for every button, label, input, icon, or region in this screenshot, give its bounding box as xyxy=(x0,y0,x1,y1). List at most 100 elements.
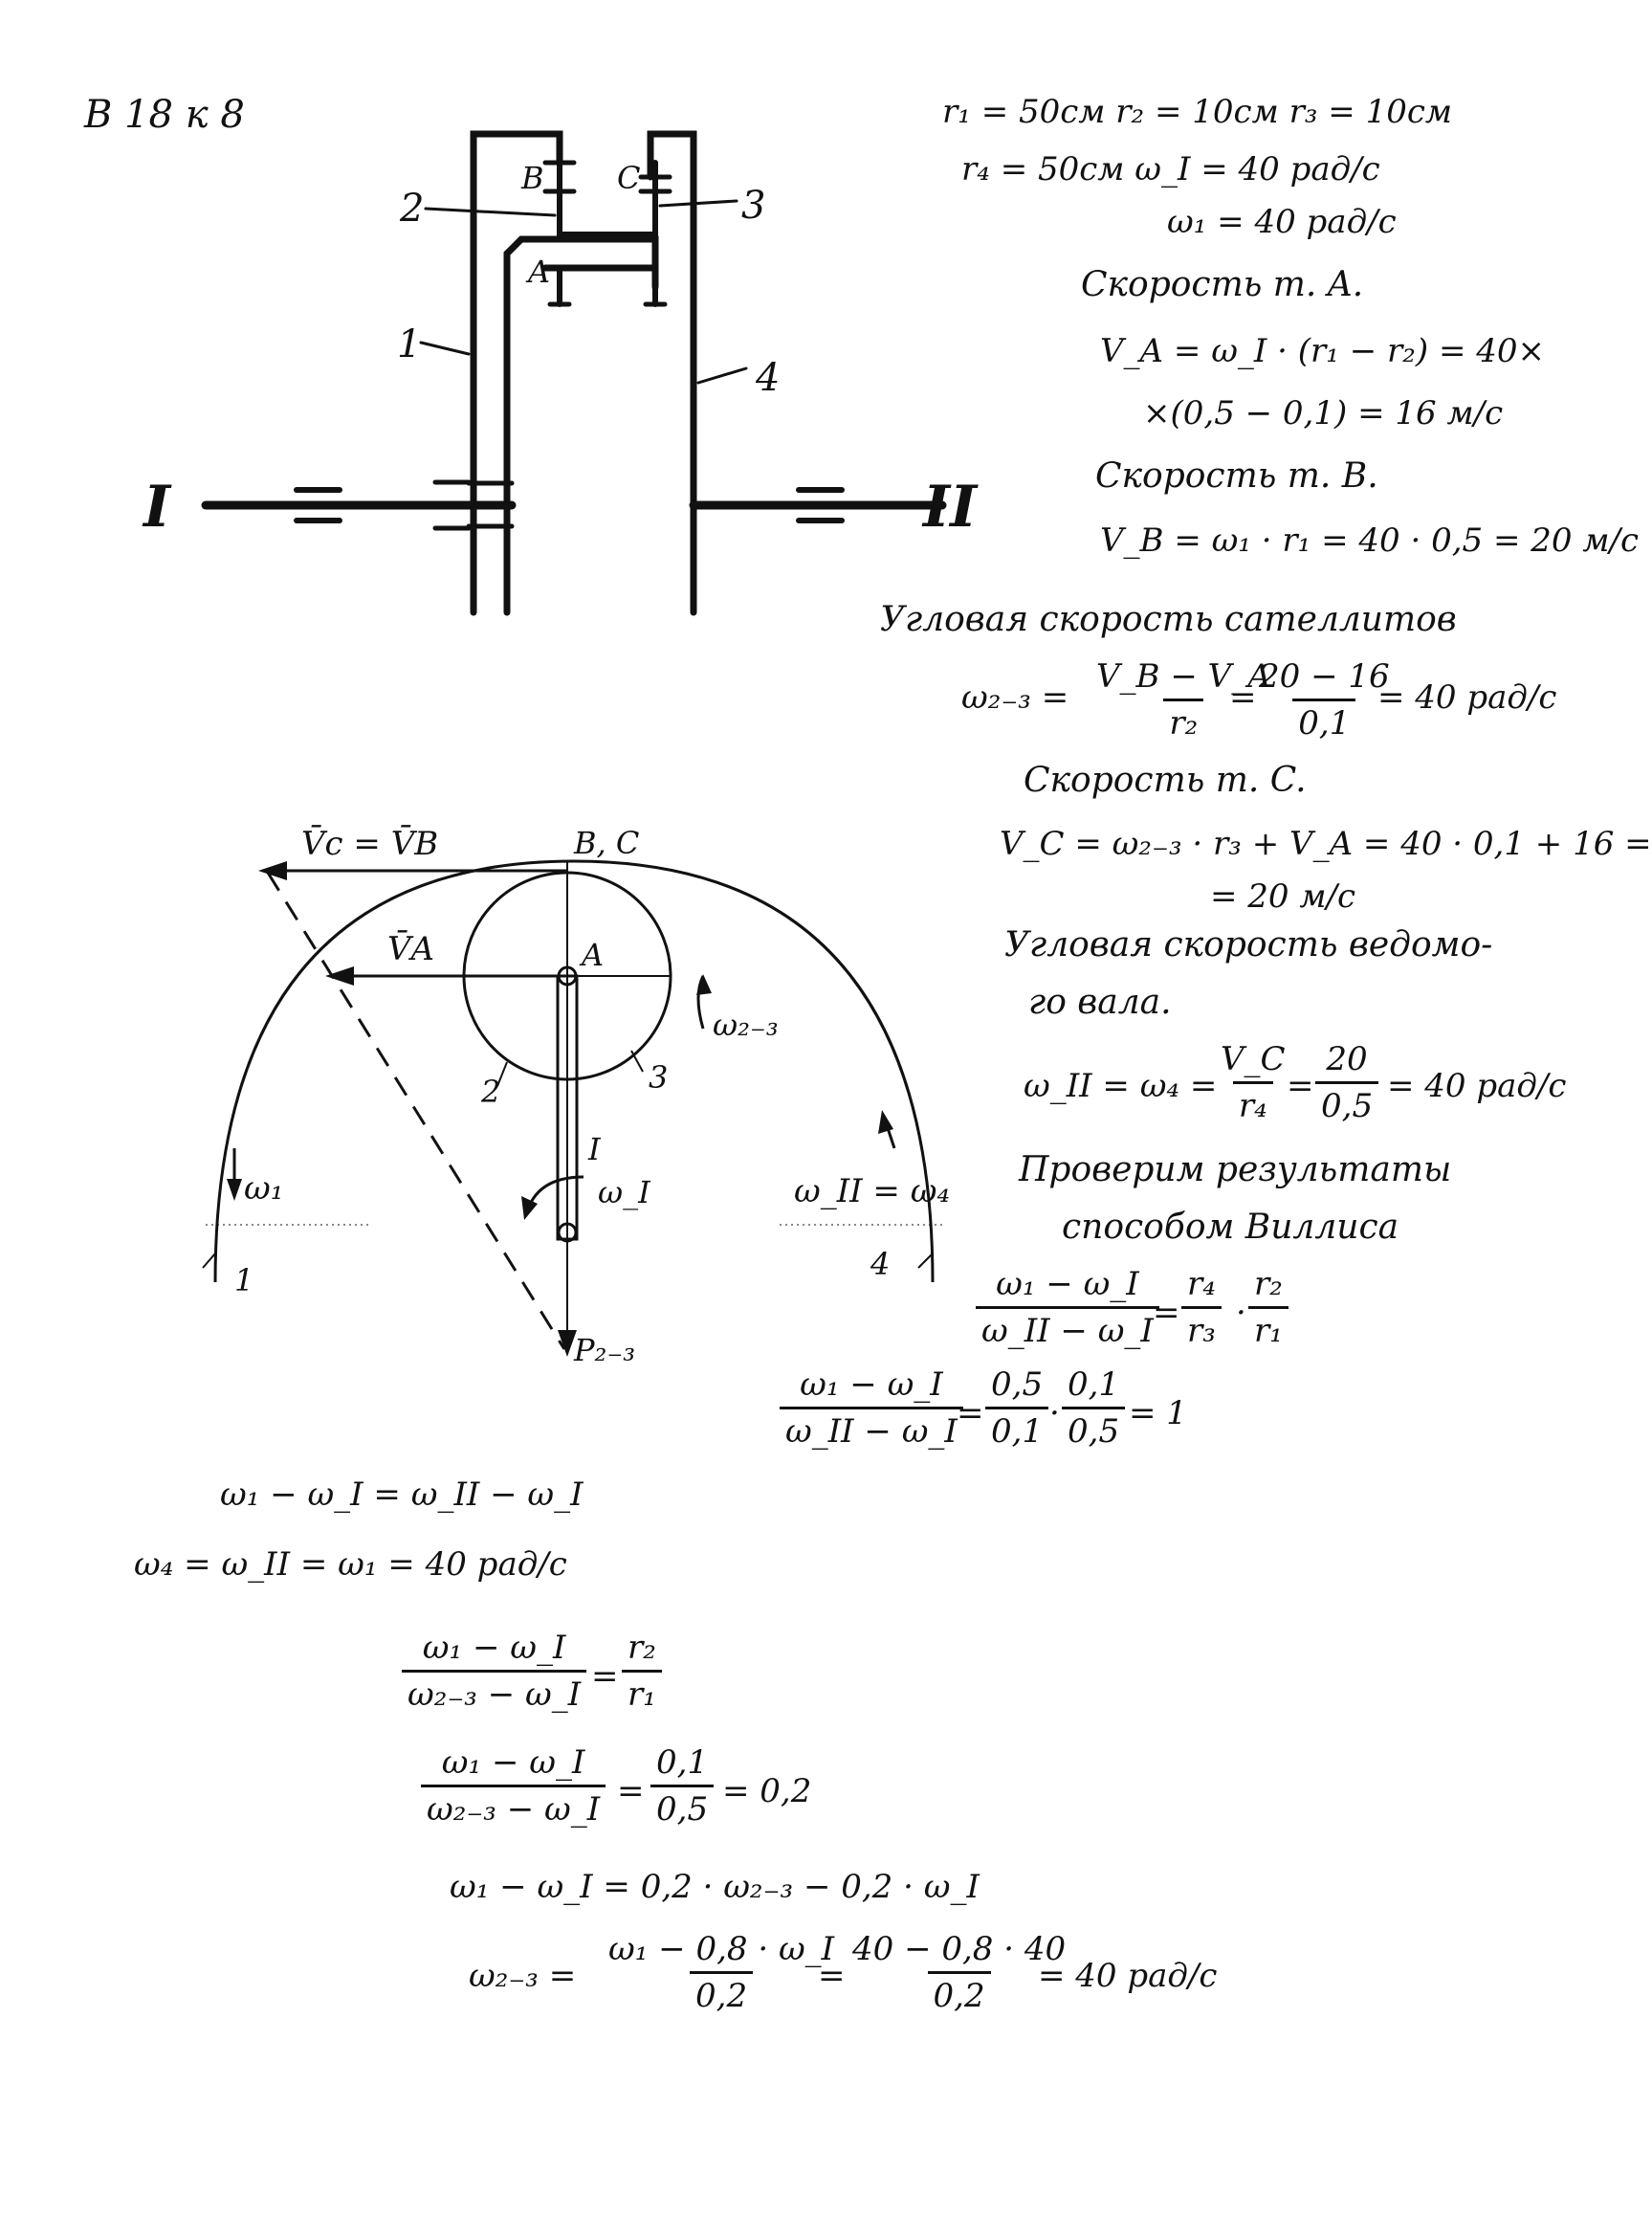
bottom-frac2-r-den: 0,5 xyxy=(650,1785,715,1826)
willis2-frac-2-den: 0,1 xyxy=(985,1407,1049,1448)
vd-label-1: 1 xyxy=(234,1262,254,1298)
willis-dot: · xyxy=(1236,1294,1246,1332)
bottom-eq3: ω₁ − ω_I = 0,2 · ω₂₋₃ − 0,2 · ω_I xyxy=(450,1868,980,1906)
speed-A-eq2: ×(0,5 − 0,1) = 16 м/с xyxy=(1143,394,1504,433)
sat-frac-2-num: 20 − 16 xyxy=(1259,657,1390,696)
speed-B-title: Скорость т. B. xyxy=(1095,456,1378,496)
vd-label-P: P₂₋₃ xyxy=(574,1332,636,1368)
bottom-eq4-result: = 40 рад/с xyxy=(1038,1957,1218,1995)
shaft-label-II: II xyxy=(923,474,978,541)
planetary-gear-sketch xyxy=(201,130,947,616)
bottom-frac1-eq: = xyxy=(591,1657,619,1696)
mech-label-A: A xyxy=(528,254,551,290)
bottom-eq4-frac2-den: 0,2 xyxy=(927,1971,991,2012)
willis2-result: = 1 xyxy=(1129,1394,1187,1432)
bottom-eq4-frac1-den: 0,2 xyxy=(690,1971,754,2012)
mech-label-3: 3 xyxy=(741,184,766,228)
driven-title-2: го вала. xyxy=(1028,983,1172,1022)
driven-frac-2-num: 20 xyxy=(1326,1040,1368,1078)
speed-A-title: Скорость т. A. xyxy=(1081,265,1364,304)
bottom-frac2-den: ω₂₋₃ − ω_I xyxy=(421,1785,606,1826)
driven-frac-1: V_C r₄ xyxy=(1215,1043,1291,1122)
vd-label-A: A xyxy=(582,937,605,973)
willis2-frac-1-den: ω_II − ω_I xyxy=(780,1407,963,1448)
willis2-frac-3-num: 0,1 xyxy=(1068,1365,1120,1404)
velocity-diagram xyxy=(202,859,942,1357)
bottom-eq4-eq: = xyxy=(818,1957,846,1995)
sat-frac-2: 20 − 16 0,1 xyxy=(1253,660,1396,740)
willis-frac-3-num: r₂ xyxy=(1254,1265,1283,1303)
willis-frac-1: ω₁ − ω_I ω_II − ω_I xyxy=(976,1268,1159,1347)
mech-label-2: 2 xyxy=(400,187,425,231)
driven-lhs: ω_II = ω₄ = xyxy=(1024,1067,1218,1105)
shaft-label-I: I xyxy=(143,474,171,541)
speed-A-eq1: V_A = ω_I · (r₁ − r₂) = 40× xyxy=(1100,332,1546,370)
given-line-3: ω₁ = 40 рад/с xyxy=(1167,203,1397,241)
sat-frac-1-num: V_B − V_A xyxy=(1096,657,1271,696)
given-line-1: r₁ = 50см r₂ = 10см r₃ = 10см xyxy=(942,93,1453,131)
vd-label-4: 4 xyxy=(870,1246,891,1282)
sat-frac-1-den: r₂ xyxy=(1163,699,1204,740)
sat-frac-1: V_B − V_A r₂ xyxy=(1090,660,1277,740)
vd-label-2: 2 xyxy=(481,1074,501,1110)
bottom-frac1-r-num: r₂ xyxy=(628,1629,656,1667)
satellite-title: Угловая скорость сателлитов xyxy=(880,600,1457,639)
mech-label-1: 1 xyxy=(397,322,422,366)
bottom-frac1-den: ω₂₋₃ − ω_I xyxy=(402,1670,587,1711)
speed-C-title: Скорость т. C. xyxy=(1024,761,1307,800)
willis-frac-1-num: ω₁ − ω_I xyxy=(996,1265,1139,1303)
vd-label-vc-vb: V̄c = V̄B xyxy=(301,825,439,863)
vd-label-w23: ω₂₋₃ xyxy=(713,1007,779,1043)
willis2-eq: = xyxy=(957,1394,984,1432)
bottom-eq4-frac2-num: 40 − 0,8 · 40 xyxy=(852,1930,1067,1968)
mech-label-4: 4 xyxy=(756,356,781,400)
driven-eq: = xyxy=(1287,1067,1314,1105)
mech-label-B: B xyxy=(521,160,544,196)
check-title-2: способом Виллиса xyxy=(1062,1208,1399,1247)
bottom-eq4-frac2: 40 − 0,8 · 40 0,2 xyxy=(847,1933,1071,2012)
driven-result: = 40 рад/с xyxy=(1387,1067,1567,1105)
willis2-frac-1: ω₁ − ω_I ω_II − ω_I xyxy=(780,1368,963,1448)
bottom-eq4-lhs: ω₂₋₃ = xyxy=(469,1957,577,1995)
sat-lhs: ω₂₋₃ = xyxy=(961,678,1069,717)
willis-frac-3: r₂ r₁ xyxy=(1248,1268,1289,1347)
driven-frac-1-den: r₄ xyxy=(1232,1081,1273,1122)
sat-result: = 40 рад/с xyxy=(1377,678,1557,717)
vd-label-I: I xyxy=(588,1131,601,1167)
vd-label-VA: V̄A xyxy=(387,930,435,968)
mech-label-C: C xyxy=(617,160,641,196)
vd-label-w1: ω₁ xyxy=(244,1169,284,1208)
willis2-frac-2-num: 0,5 xyxy=(991,1365,1044,1404)
vd-label-wI: ω_I xyxy=(598,1174,650,1210)
given-line-2: r₄ = 50см ω_I = 40 рад/с xyxy=(961,150,1380,189)
driven-frac-2-den: 0,5 xyxy=(1315,1081,1379,1122)
bottom-frac1-r: r₂ r₁ xyxy=(622,1631,662,1711)
sat-frac-2-den: 0,1 xyxy=(1292,699,1356,740)
willis-eq: = xyxy=(1153,1294,1180,1332)
sat-eq: = xyxy=(1229,678,1257,717)
bottom-frac2-eq: = xyxy=(617,1772,645,1810)
bottom-frac1-r-den: r₁ xyxy=(622,1670,662,1711)
willis-frac-2: r₄ r₃ xyxy=(1181,1268,1222,1347)
variant-label: В 18 к 8 xyxy=(84,93,245,137)
speed-C-eq2: = 20 м/с xyxy=(1210,877,1356,916)
willis2-dot: · xyxy=(1049,1394,1060,1432)
willis2-frac-1-num: ω₁ − ω_I xyxy=(800,1365,943,1404)
bottom-frac2-result: = 0,2 xyxy=(722,1772,812,1810)
bottom-frac2: ω₁ − ω_I ω₂₋₃ − ω_I xyxy=(421,1746,606,1826)
bottom-frac2-r-num: 0,1 xyxy=(656,1743,709,1782)
willis2-frac-2: 0,5 0,1 xyxy=(985,1365,1049,1448)
bottom-eq4-frac1: ω₁ − 0,8 · ω_I 0,2 xyxy=(603,1933,840,2012)
vd-label-BC: B, C xyxy=(574,825,640,861)
driven-frac-1-num: V_C xyxy=(1221,1040,1286,1078)
willis-frac-1-den: ω_II − ω_I xyxy=(976,1306,1159,1347)
willis-frac-2-den: r₃ xyxy=(1181,1306,1222,1347)
vd-label-wII: ω_II = ω₄ xyxy=(794,1172,951,1210)
bottom-eq2: ω₄ = ω_II = ω₁ = 40 рад/с xyxy=(134,1545,567,1584)
willis-frac-3-den: r₁ xyxy=(1248,1306,1289,1347)
bottom-frac1: ω₁ − ω_I ω₂₋₃ − ω_I xyxy=(402,1629,587,1711)
bottom-frac2-num: ω₁ − ω_I xyxy=(441,1743,585,1782)
check-title-1: Проверим результаты xyxy=(1019,1150,1452,1189)
bottom-frac1-num: ω₁ − ω_I xyxy=(422,1629,566,1667)
speed-C-eq1: V_C = ω₂₋₃ · r₃ + V_A = 40 · 0,1 + 16 = xyxy=(1000,825,1652,863)
